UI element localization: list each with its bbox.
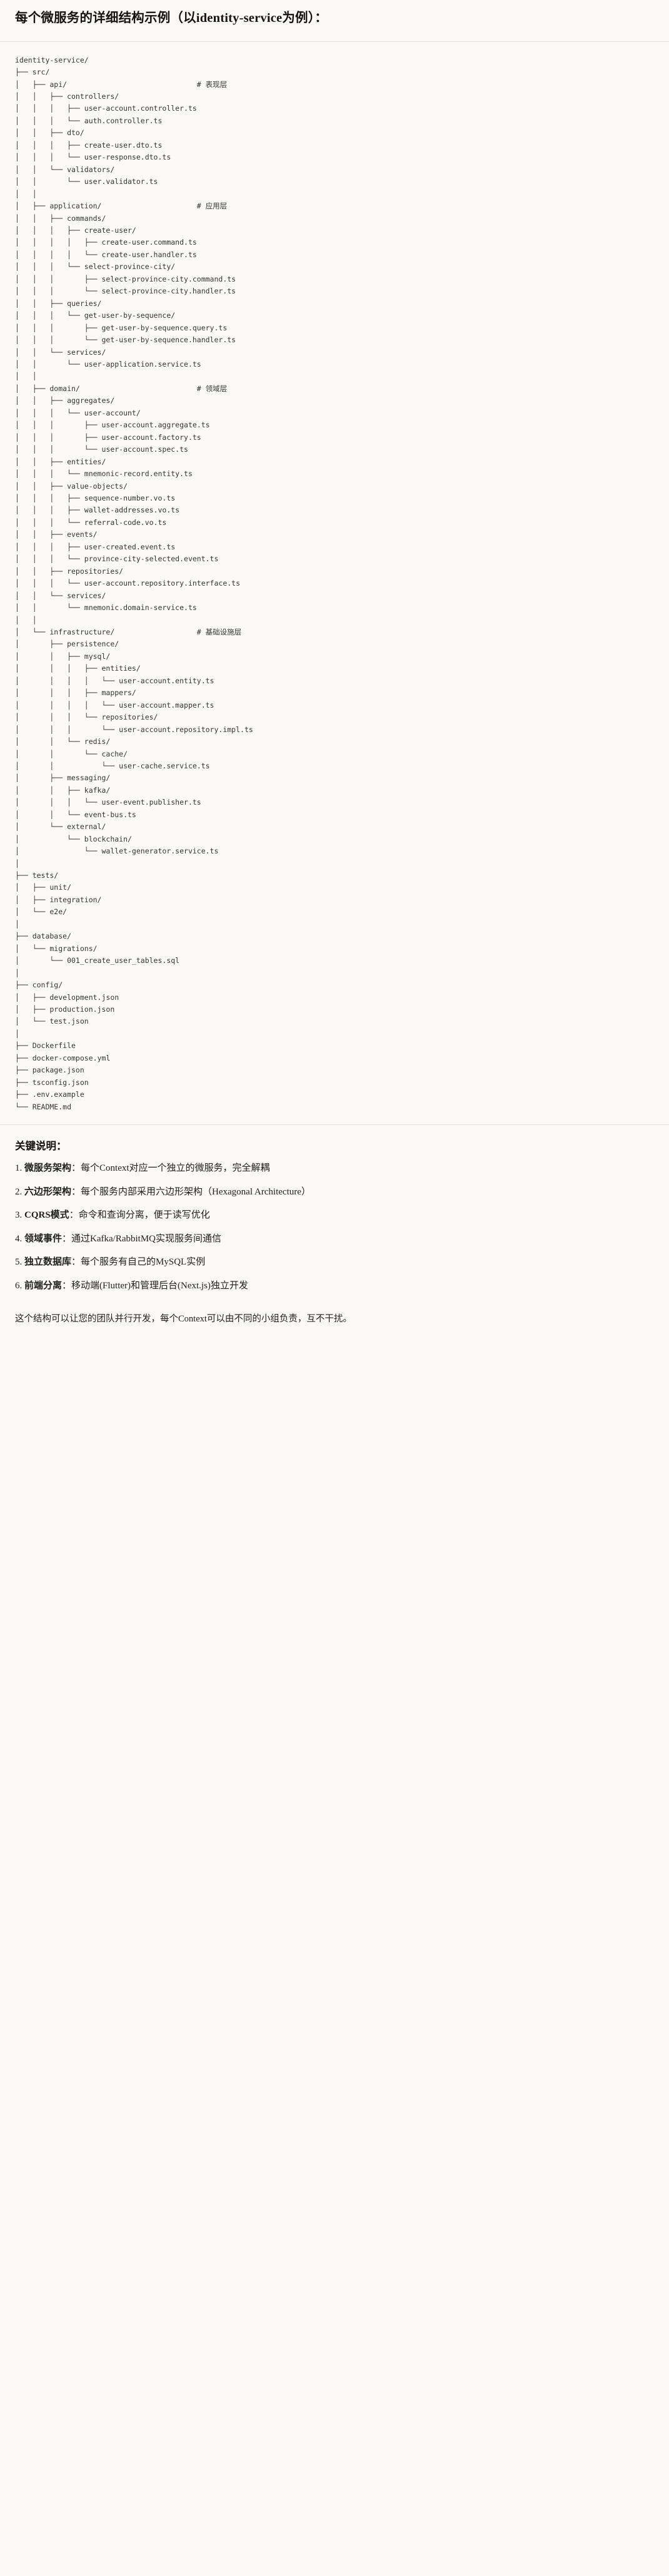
list-item-description: 每个Context对应一个独立的微服务，完全解耦 <box>81 1163 270 1174</box>
list-item: 3. CQRS模式：命令和查询分离，便于读写优化 <box>15 1208 654 1223</box>
divider-top <box>0 41 669 42</box>
list-item-separator: ： <box>71 1186 81 1197</box>
list-item-number: 6. <box>15 1280 23 1291</box>
closing-paragraph: 这个结构可以让您的团队并行开发，每个Context可以由不同的小组负责，互不干扰… <box>15 1314 352 1325</box>
title-block: 每个微服务的详细结构示例（以identity-service为例）： <box>0 0 669 41</box>
list-item: 4. 领域事件：通过Kafka/RabbitMQ实现服务间通信 <box>15 1232 654 1246</box>
list-item-number: 4. <box>15 1233 23 1244</box>
list-item-description: 移动端(Flutter)和管理后台(Next.js)独立开发 <box>71 1280 248 1291</box>
divider-bottom <box>0 1124 669 1126</box>
list-item-description: 命令和查询分离，便于读写优化 <box>78 1210 210 1221</box>
list-item-term: 六边形架构 <box>24 1186 72 1197</box>
list-item-description: 每个服务有自己的MySQL实例 <box>81 1257 206 1268</box>
list-item-description: 通过Kafka/RabbitMQ实现服务间通信 <box>71 1233 222 1244</box>
key-points-heading: 关键说明： <box>15 1140 67 1153</box>
list-item-separator: ： <box>62 1280 72 1291</box>
list-item-term: CQRS模式 <box>24 1210 69 1221</box>
page-title: 每个微服务的详细结构示例（以identity-service为例）： <box>15 11 328 25</box>
list-item-separator: ： <box>62 1233 72 1244</box>
list-item-separator: ： <box>69 1210 79 1221</box>
document-page: 每个微服务的详细结构示例（以identity-service为例）： ident… <box>0 0 669 1325</box>
list-item-number: 3. <box>15 1210 23 1221</box>
list-item-separator: ： <box>71 1257 81 1268</box>
list-item-term: 微服务架构 <box>24 1163 72 1174</box>
list-item-number: 2. <box>15 1186 23 1197</box>
list-item-term: 独立数据库 <box>24 1257 72 1268</box>
list-item: 5. 独立数据库：每个服务有自己的MySQL实例 <box>15 1255 654 1270</box>
list-item-number: 5. <box>15 1257 23 1268</box>
list-item-term: 前端分离 <box>24 1280 63 1291</box>
list-item-number: 1. <box>15 1163 23 1174</box>
list-item: 1. 微服务架构：每个Context对应一个独立的微服务，完全解耦 <box>15 1161 654 1176</box>
list-item: 2. 六边形架构：每个服务内部采用六边形架构（Hexagonal Archite… <box>15 1185 654 1199</box>
list-item-term: 领域事件 <box>24 1233 63 1244</box>
list-item: 6. 前端分离：移动端(Flutter)和管理后台(Next.js)独立开发 <box>15 1279 654 1293</box>
key-points-block: 关键说明： 1. 微服务架构：每个Context对应一个独立的微服务，完全解耦 … <box>0 1125 669 1308</box>
list-item-separator: ： <box>71 1163 81 1174</box>
key-points-list: 1. 微服务架构：每个Context对应一个独立的微服务，完全解耦 2. 六边形… <box>15 1161 654 1293</box>
directory-tree: identity-service/ ├── src/ │ ├── api/ # … <box>15 55 253 1111</box>
list-item-description: 每个服务内部采用六边形架构（Hexagonal Architecture） <box>81 1186 311 1197</box>
directory-tree-block: identity-service/ ├── src/ │ ├── api/ # … <box>0 41 669 1125</box>
